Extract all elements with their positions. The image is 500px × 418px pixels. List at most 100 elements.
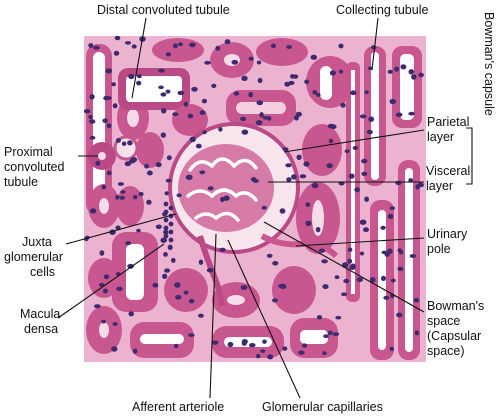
nucleus (89, 135, 96, 140)
nucleus (318, 248, 325, 253)
juxtaglomerular-cell-nucleus (163, 233, 169, 239)
tissue-section (84, 36, 426, 362)
nucleus (282, 147, 289, 152)
nucleus (350, 90, 357, 96)
glomerular-tuft (178, 144, 274, 232)
juxtaglomerular-cell-nucleus (163, 225, 169, 231)
nucleus (120, 190, 126, 194)
nucleus (389, 346, 394, 352)
nucleus (160, 92, 167, 97)
nucleus (220, 196, 225, 203)
nucleus (95, 160, 101, 166)
nucleus (249, 343, 256, 348)
tubule (152, 38, 204, 62)
nucleus (347, 258, 353, 264)
nucleus (174, 343, 179, 349)
nucleus (338, 69, 344, 74)
tubule-lumen (99, 198, 109, 214)
nucleus (335, 315, 342, 320)
nucleus (112, 322, 118, 326)
leader-parietal-layer (283, 129, 425, 153)
renal-corpuscle (168, 122, 339, 307)
nucleus (380, 225, 386, 230)
nucleus (89, 94, 95, 100)
nucleus (163, 252, 168, 257)
nucleus (101, 184, 107, 190)
nucleus (395, 112, 403, 118)
nucleus (340, 102, 346, 108)
nucleus (103, 288, 108, 294)
nucleus (341, 292, 347, 297)
tubule (256, 38, 308, 66)
nucleus (349, 265, 356, 270)
label-bowmans-space: Bowman's space (Capsular space) (427, 299, 488, 358)
nucleus (305, 220, 312, 226)
nucleus (387, 213, 394, 219)
nucleus (99, 250, 105, 256)
nucleus (408, 69, 415, 75)
nucleus (155, 162, 162, 168)
nucleus (400, 64, 407, 70)
nucleus (101, 319, 106, 324)
nucleus (327, 330, 333, 336)
nucleus (387, 69, 393, 74)
nucleus (195, 143, 202, 149)
nucleus (295, 111, 302, 117)
nucleus (218, 127, 223, 132)
nucleus (231, 59, 239, 65)
nucleus (163, 229, 169, 235)
nucleus (285, 163, 292, 168)
nucleus (326, 163, 333, 169)
nucleus (296, 154, 302, 160)
nucleus (293, 74, 299, 79)
nucleus (132, 195, 138, 200)
nucleus (256, 100, 264, 106)
nucleus (343, 278, 350, 284)
nucleus (288, 80, 295, 86)
tubule-lumen (300, 330, 328, 344)
leader-glomerular-capillaries (227, 239, 301, 399)
nucleus (183, 290, 189, 295)
label-distal-convoluted-tubule: Distal convoluted tubule (97, 3, 230, 17)
nucleus (158, 68, 165, 73)
nucleus (266, 116, 272, 121)
nucleus (152, 282, 159, 288)
nucleus (282, 346, 288, 351)
nucleus (207, 186, 214, 191)
nucleus (394, 66, 400, 72)
label-juxta-glomerular-cells: Juxta glomerular cells (4, 235, 67, 279)
nucleus (111, 346, 118, 352)
nucleus (395, 180, 402, 186)
nucleus (390, 278, 396, 283)
nucleus (177, 90, 185, 96)
nucleus (128, 159, 136, 164)
nucleus (352, 145, 359, 150)
nucleus (202, 130, 207, 135)
nucleus (165, 52, 171, 57)
nucleus (211, 83, 217, 88)
nucleus (112, 103, 118, 109)
collecting-tubule-lumen (400, 54, 414, 120)
nucleus (241, 75, 248, 82)
nucleus (327, 123, 335, 129)
nucleus (347, 247, 353, 252)
nucleus (128, 73, 135, 80)
nucleus (414, 330, 420, 336)
nucleus (302, 343, 308, 348)
nucleus (224, 39, 231, 45)
nucleus (94, 304, 101, 309)
nucleus (223, 195, 230, 201)
tubule (172, 104, 208, 136)
nucleus (144, 163, 150, 169)
nucleus (389, 206, 395, 211)
nucleus (88, 114, 93, 120)
nucleus (381, 250, 388, 255)
nucleus (199, 170, 206, 175)
nucleus (389, 98, 397, 105)
nucleus (272, 298, 278, 303)
nucleus (409, 254, 417, 258)
nucleus (174, 282, 181, 288)
nucleus (361, 158, 368, 164)
nucleus (279, 208, 286, 214)
nucleus (354, 187, 360, 193)
